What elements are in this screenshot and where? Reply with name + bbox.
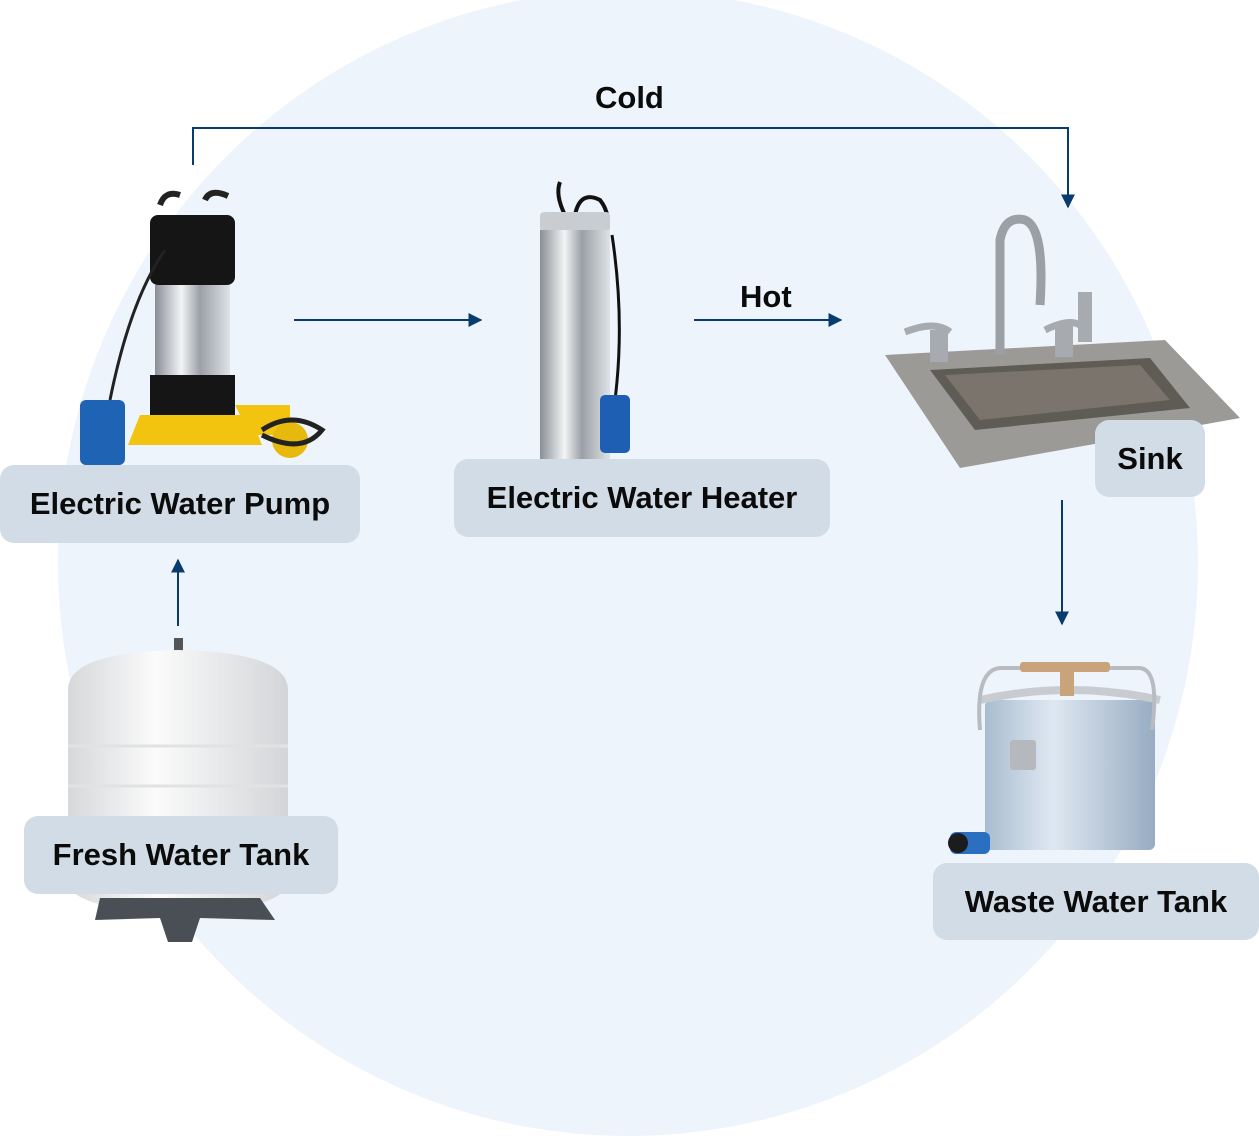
sink-icon — [885, 214, 1240, 468]
edge-label-cold: Cold — [595, 80, 664, 115]
node-label-sink: Sink — [1095, 420, 1205, 497]
electric-water-heater-icon — [540, 181, 630, 460]
node-label-waste-water-tank: Waste Water Tank — [933, 863, 1259, 940]
arrow-pump-to-sink-cold — [192, 127, 1075, 209]
waste-water-tank-icon — [948, 662, 1161, 854]
edge-label-hot: Hot — [740, 279, 792, 314]
background-circle — [58, 0, 1198, 1136]
fresh-water-tank-icon — [68, 638, 288, 942]
node-label-electric-water-pump: Electric Water Pump — [0, 465, 360, 543]
node-label-fresh-water-tank: Fresh Water Tank — [24, 816, 338, 894]
node-label-electric-water-heater: Electric Water Heater — [454, 459, 830, 537]
electric-water-pump-icon — [80, 189, 326, 465]
